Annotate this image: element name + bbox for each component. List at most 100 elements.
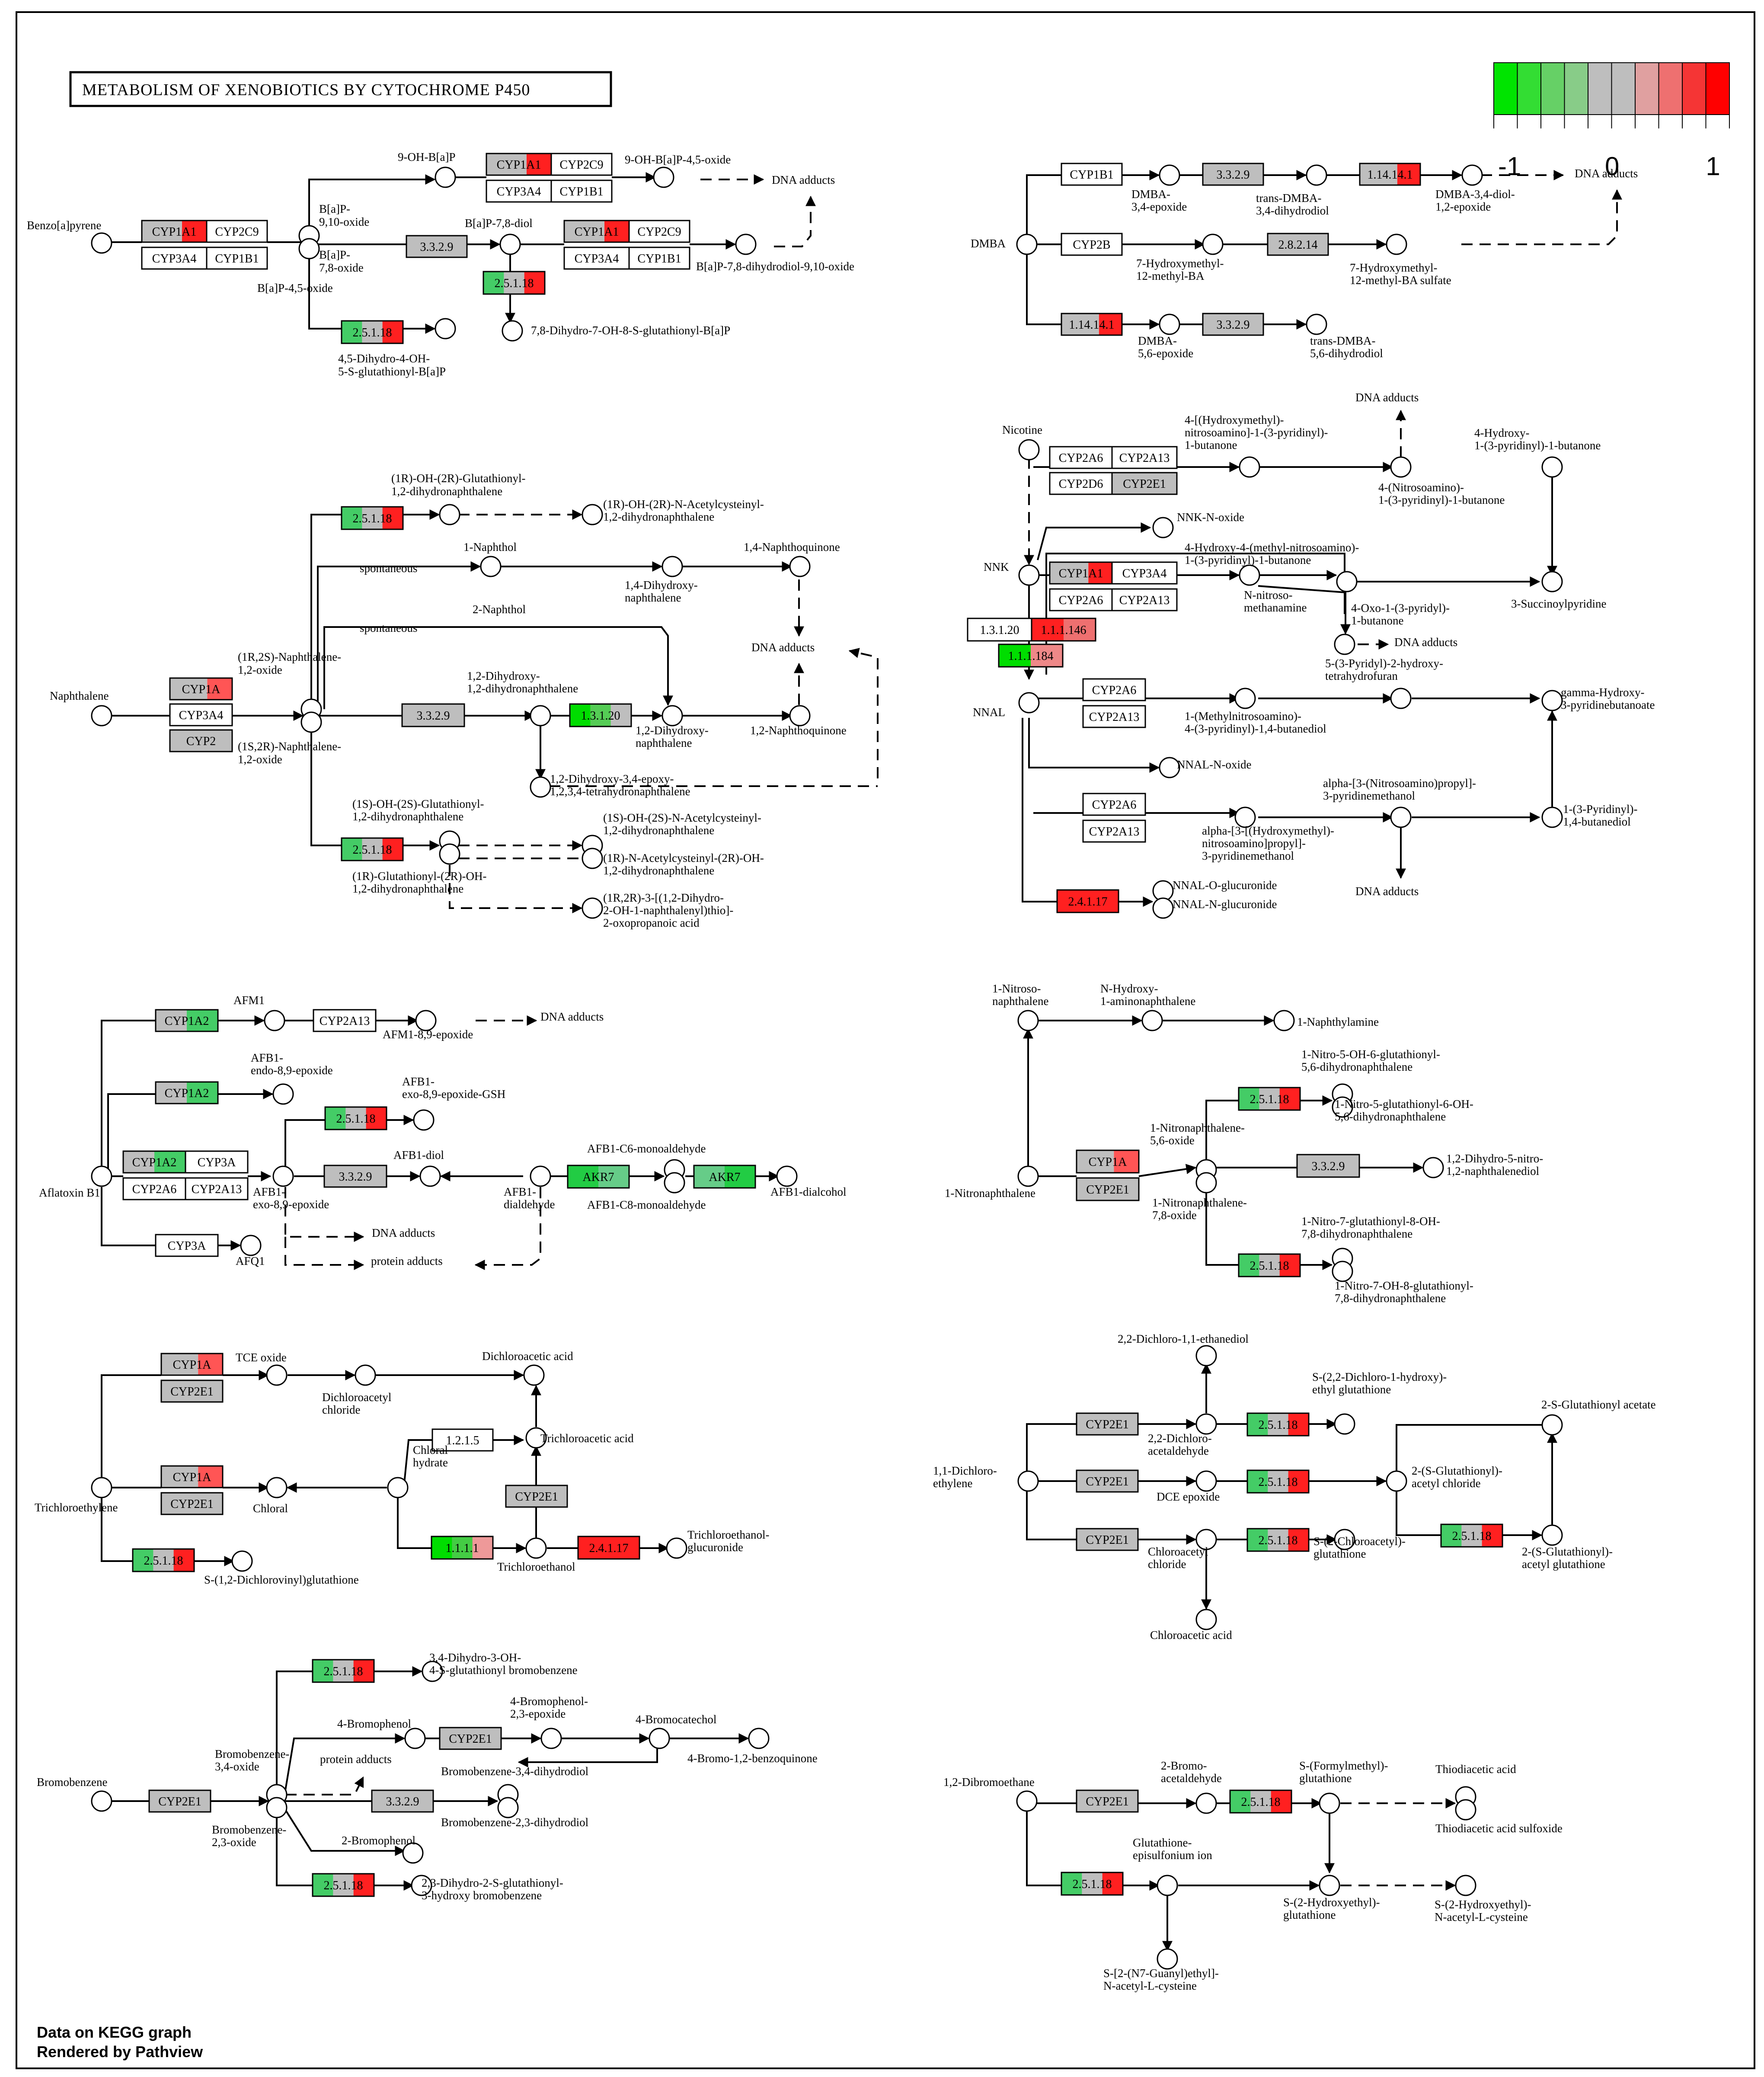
gene-box[interactable]: CYP2E1 <box>160 1492 224 1515</box>
gene-box[interactable]: CYP2A13 <box>185 1177 249 1200</box>
gene-box[interactable]: CYP2A6 <box>1049 446 1113 469</box>
gene-box[interactable]: CYP2D6 <box>1049 472 1113 495</box>
gene-box[interactable]: CYP1A2 <box>155 1081 219 1104</box>
gene-box[interactable]: 2.5.1.18 <box>312 1659 375 1683</box>
gene-box[interactable]: CYP1B1 <box>1061 163 1123 186</box>
gene-box[interactable]: 2.5.1.18 <box>1246 1412 1310 1437</box>
compound-label: AFB1-dialcohol <box>770 1185 847 1198</box>
gene-box[interactable]: CYP2E1 <box>160 1379 224 1403</box>
compound-label: 1,4-Naphthoquinone <box>744 541 840 554</box>
gene-box[interactable]: 2.5.1.18 <box>1238 1087 1301 1111</box>
gene-box[interactable]: 2.5.1.18 <box>1238 1253 1301 1277</box>
gene-box[interactable]: 1.2.1.5 <box>431 1428 494 1452</box>
gene-box[interactable]: 2.5.1.18 <box>1229 1789 1292 1814</box>
compound-label: Trichloroacetic acid <box>540 1432 634 1445</box>
gene-box[interactable]: CYP2E1 <box>1076 1412 1139 1436</box>
gene-box[interactable]: CYP2A13 <box>313 1009 377 1032</box>
gene-box[interactable]: 2.8.2.14 <box>1267 233 1329 256</box>
gene-box[interactable]: CYP1A <box>169 677 233 701</box>
gene-box[interactable]: CYP2A6 <box>1049 588 1113 611</box>
gene-box[interactable]: CYP1A1 <box>563 220 630 243</box>
gene-box[interactable]: 2.5.1.18 <box>1246 1528 1310 1552</box>
gene-box[interactable]: CYP3A <box>185 1150 249 1174</box>
gene-box[interactable]: CYP2A6 <box>122 1177 186 1200</box>
gene-box[interactable]: CYP1A <box>160 1353 224 1376</box>
gene-box[interactable]: 1.1.1.184 <box>998 643 1064 668</box>
gene-box[interactable]: CYP2B <box>1061 233 1123 256</box>
gene-box[interactable]: CYP1A1 <box>1049 561 1113 585</box>
gene-box[interactable]: CYP1A <box>1076 1149 1140 1174</box>
gene-box[interactable]: 3.3.2.9 <box>323 1165 387 1188</box>
gene-box[interactable]: CYP1A2 <box>155 1009 219 1032</box>
gene-label: CYP2E1 <box>158 1795 201 1808</box>
gene-box[interactable]: 2.5.1.18 <box>132 1548 195 1572</box>
gene-box[interactable]: AKR7 <box>567 1165 630 1189</box>
gene-box[interactable]: CYP1A2 <box>122 1150 186 1174</box>
gene-box[interactable]: 2.4.1.17 <box>1056 889 1119 913</box>
gene-box[interactable]: 2.5.1.18 <box>341 320 404 344</box>
gene-box[interactable]: 2.5.1.18 <box>1246 1469 1310 1494</box>
gene-box[interactable]: CYP2 <box>169 729 233 752</box>
gene-box[interactable]: 3.3.2.9 <box>1202 313 1264 336</box>
gene-label: CYP2E1 <box>1086 1183 1129 1197</box>
gene-box[interactable]: 2.5.1.18 <box>341 837 404 861</box>
gene-box[interactable]: CYP1A1 <box>486 153 552 176</box>
gene-box[interactable]: CYP3A4 <box>169 703 233 726</box>
gene-box[interactable]: AKR7 <box>693 1165 756 1189</box>
compound-label: Thiodiacetic acid <box>1435 1763 1516 1776</box>
gene-box[interactable]: 2.5.1.18 <box>312 1873 375 1897</box>
gene-box[interactable]: CYP3A4 <box>486 179 552 203</box>
gene-box[interactable]: CYP2A6 <box>1082 678 1146 701</box>
gene-box[interactable]: 3.3.2.9 <box>1296 1154 1360 1178</box>
gene-box[interactable]: 2.5.1.18 <box>341 506 404 530</box>
gene-box[interactable]: CYP2E1 <box>148 1789 211 1813</box>
gene-box[interactable]: CYP1B1 <box>550 179 613 203</box>
gene-box[interactable]: CYP3A4 <box>1111 561 1178 585</box>
gene-box[interactable]: CYP2A13 <box>1082 819 1146 843</box>
gene-box[interactable]: 1.3.1.20 <box>967 618 1032 642</box>
gene-box[interactable]: CYP2C9 <box>206 220 268 243</box>
gene-box[interactable]: CYP2A6 <box>1082 793 1146 816</box>
gene-box[interactable]: 3.3.2.9 <box>401 703 465 727</box>
gene-box[interactable]: CYP1B1 <box>206 246 268 270</box>
gene-box[interactable]: 2.5.1.18 <box>324 1106 387 1130</box>
gene-box[interactable]: CYP1A <box>160 1465 224 1488</box>
gene-box[interactable]: CYP2C9 <box>550 153 613 176</box>
gene-box[interactable]: CYP2A13 <box>1082 705 1146 728</box>
gene-box[interactable]: CYP3A <box>155 1234 219 1257</box>
gene-box[interactable]: CYP2A13 <box>1111 446 1178 469</box>
gene-box[interactable]: 2.5.1.18 <box>483 271 546 295</box>
gene-box[interactable]: 2.5.1.18 <box>1061 1872 1124 1896</box>
gene-box[interactable]: CYP2C9 <box>628 220 690 243</box>
gene-box[interactable]: 1.1.1.1 <box>431 1536 494 1560</box>
gene-box[interactable]: CYP2E1 <box>1076 1177 1140 1201</box>
compound-label: S-(2,2-Dichloro-1-hydroxy)- <box>1312 1370 1447 1383</box>
gene-box[interactable]: 3.3.2.9 <box>1202 163 1264 186</box>
gene-box[interactable]: 1.1.1.146 <box>1031 618 1096 642</box>
gene-label: 2.5.1.18 <box>1241 1795 1281 1809</box>
gene-box[interactable]: CYP3A4 <box>563 246 630 270</box>
gene-box[interactable]: 1.14.14.1 <box>1359 163 1421 186</box>
compound-label: B[a]P- <box>319 248 350 261</box>
gene-box[interactable]: 3.3.2.9 <box>371 1789 434 1813</box>
compound-label: AFM1-8,9-epoxide <box>383 1028 473 1041</box>
gene-box[interactable]: CYP2E1 <box>439 1727 502 1750</box>
compound-label: 5,6-dihydronaphthalene <box>1335 1110 1446 1123</box>
gene-box[interactable]: CYP2E1 <box>1076 1469 1139 1493</box>
gene-box[interactable]: CYP1A1 <box>141 220 208 243</box>
gene-box[interactable]: 2.5.1.18 <box>1440 1523 1503 1548</box>
gene-box[interactable]: CYP2E1 <box>1076 1789 1139 1813</box>
gene-box[interactable]: 1.14.14.1 <box>1061 313 1123 336</box>
gene-box[interactable]: CYP2E1 <box>1111 472 1178 495</box>
gene-box[interactable]: CYP3A4 <box>141 246 208 270</box>
gene-box[interactable]: CYP2A13 <box>1111 588 1178 611</box>
compound-label: 2-(S-Glutathionyl)- <box>1522 1545 1613 1558</box>
gene-box[interactable]: CYP1B1 <box>628 246 690 270</box>
gene-box[interactable]: 3.3.2.9 <box>406 235 468 258</box>
gene-box[interactable]: CYP2E1 <box>505 1485 568 1508</box>
gene-box[interactable]: CYP2E1 <box>1076 1528 1139 1551</box>
compound-label: endo-8,9-epoxide <box>251 1064 333 1077</box>
gene-label: 2.5.1.18 <box>1452 1530 1492 1543</box>
gene-box[interactable]: 2.4.1.17 <box>577 1536 640 1560</box>
gene-box[interactable]: 1.3.1.20 <box>569 703 632 727</box>
